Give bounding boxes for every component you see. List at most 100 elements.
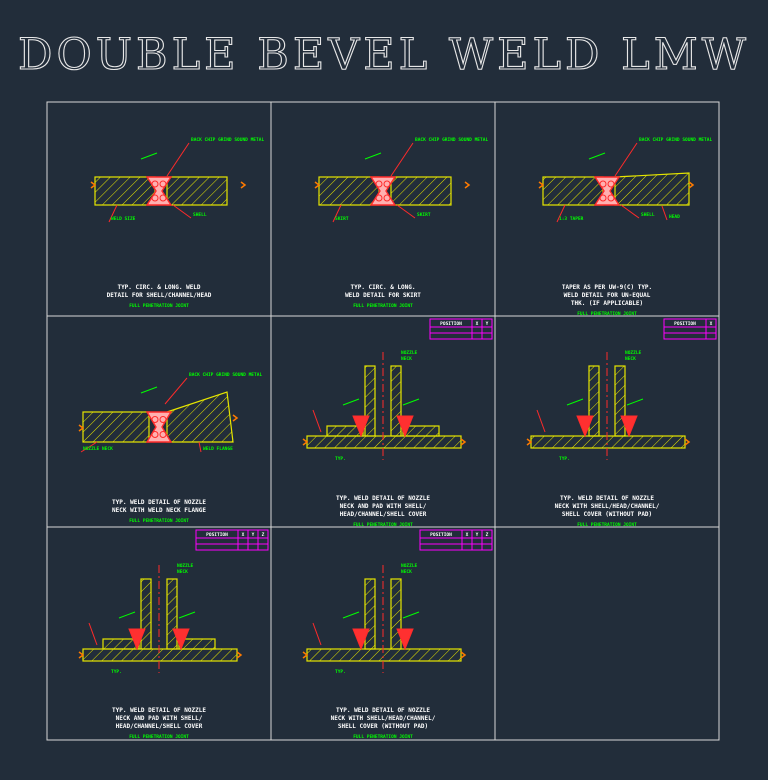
callout-label: NECK (401, 569, 412, 575)
leader-line (164, 377, 188, 405)
break-mark (78, 651, 85, 659)
break-mark (464, 181, 471, 189)
caption-line: TAPER AS PER UW-9(C) TYP. (562, 284, 652, 291)
caption-line: WELD DETAIL FOR SKIRT (345, 292, 421, 299)
leader-line (556, 204, 566, 223)
callout-label: TYP. (111, 669, 122, 675)
table-header: X (242, 532, 245, 538)
callout-label: BACK CHIP GRIND SOUND METAL (189, 372, 262, 378)
bevel-angle-mark (178, 611, 196, 619)
weld-bead (599, 180, 607, 188)
bevel-angle-mark (140, 152, 158, 160)
fillet-weld (172, 628, 190, 651)
break-mark (314, 181, 321, 189)
callout-label: NECK (177, 569, 188, 575)
break-mark (460, 438, 467, 446)
weld-bead (159, 416, 167, 423)
break-mark (240, 181, 247, 189)
caption-line: SHELL COVER (WITHOUT PAD) (562, 511, 652, 518)
drawing-title: DOUBLE BEVEL WELD LMW (17, 29, 750, 80)
plate (364, 578, 376, 650)
table-header: POSITION (430, 532, 452, 538)
plate (82, 411, 150, 443)
bevel-angle-mark (588, 152, 606, 160)
callout-label: BACK CHIP GRIND SOUND METAL (191, 137, 264, 143)
caption-line: SHELL COVER (WITHOUT PAD) (338, 723, 428, 730)
plate (390, 578, 402, 650)
table-header: Y (486, 321, 489, 327)
leader-line (614, 142, 638, 177)
leader-line (332, 204, 342, 223)
caption-line: TYP. WELD DETAIL OF NOZZLE (336, 495, 430, 502)
break-mark (78, 424, 85, 432)
bevel-angle-mark (402, 398, 420, 406)
weld-bead (607, 180, 615, 188)
weld-bead (151, 431, 159, 438)
position-table (419, 529, 493, 551)
plate (318, 176, 380, 206)
table-header: POSITION (206, 532, 228, 538)
caption-line: TYP. WELD DETAIL OF NOZZLE (112, 499, 206, 506)
double-bevel-weld (593, 176, 621, 206)
weld-details: BACK CHIP GRIND SOUND METAL WELD SIZE SHEL… (78, 137, 717, 740)
leader-line (661, 205, 668, 221)
callout-label: NOZZLE NECK (83, 446, 113, 452)
callout-label: WELD SIZE (111, 216, 136, 222)
weld-bead (151, 194, 159, 202)
break-mark (302, 651, 309, 659)
weld-bead (375, 194, 383, 202)
flange-hub (166, 391, 234, 443)
bevel-angle-mark (566, 398, 584, 406)
leader-line (108, 204, 118, 223)
caption-line: NECK WITH SHELL/HEAD/CHANNEL/ (331, 715, 436, 722)
leader-line (620, 204, 640, 219)
break-mark (688, 181, 695, 189)
leader-line (198, 441, 202, 453)
callout-label: BACK CHIP GRIND SOUND METAL (415, 137, 488, 143)
plate (614, 365, 626, 437)
double-bevel-weld (145, 176, 173, 206)
callout-label: 1:3 TAPER (559, 216, 584, 222)
fillet-weld (620, 415, 638, 438)
double-bevel-weld (145, 411, 173, 443)
leader-line (536, 409, 546, 433)
caption-line: NECK AND PAD WITH SHELL/ (116, 715, 203, 722)
plate (306, 648, 462, 662)
break-mark (460, 651, 467, 659)
caption-note: FULL PENETRATION JOINT (577, 522, 637, 528)
weld-bead (151, 416, 159, 423)
callout-label: NECK (401, 356, 412, 362)
plate (306, 435, 462, 449)
caption-line: HEAD/CHANNEL/SHELL COVER (116, 723, 203, 730)
bevel-angle-mark (626, 398, 644, 406)
weld-bead (159, 194, 167, 202)
table-header: X (710, 321, 713, 327)
callout-label: TYP. (335, 669, 346, 675)
weld-bead (607, 194, 615, 202)
position-table (429, 318, 493, 340)
break-mark (526, 438, 533, 446)
caption-note: FULL PENETRATION JOINT (129, 734, 189, 740)
caption-line: TYP. CIRC. & LONG. WELD (117, 284, 200, 291)
fillet-weld (396, 415, 414, 438)
table-header: Z (262, 532, 265, 538)
callout-label: WELD FLANGE (203, 446, 233, 452)
caption-note: FULL PENETRATION JOINT (129, 303, 189, 309)
fillet-weld (352, 415, 370, 438)
bevel-angle-mark (342, 611, 360, 619)
bevel-angle-mark (140, 386, 158, 394)
leader-line (390, 142, 414, 177)
plate (530, 435, 686, 449)
caption-note: FULL PENETRATION JOINT (353, 734, 413, 740)
caption-note: FULL PENETRATION JOINT (577, 311, 637, 317)
caption-line: TYP. WELD DETAIL OF NOZZLE (336, 707, 430, 714)
weld-bead (159, 180, 167, 188)
break-mark (684, 438, 691, 446)
caption-note: FULL PENETRATION JOINT (129, 518, 189, 524)
callout-label: SHELL (641, 212, 655, 218)
caption-line: NECK WITH WELD NECK FLANGE (112, 507, 206, 514)
weld-bead (383, 180, 391, 188)
